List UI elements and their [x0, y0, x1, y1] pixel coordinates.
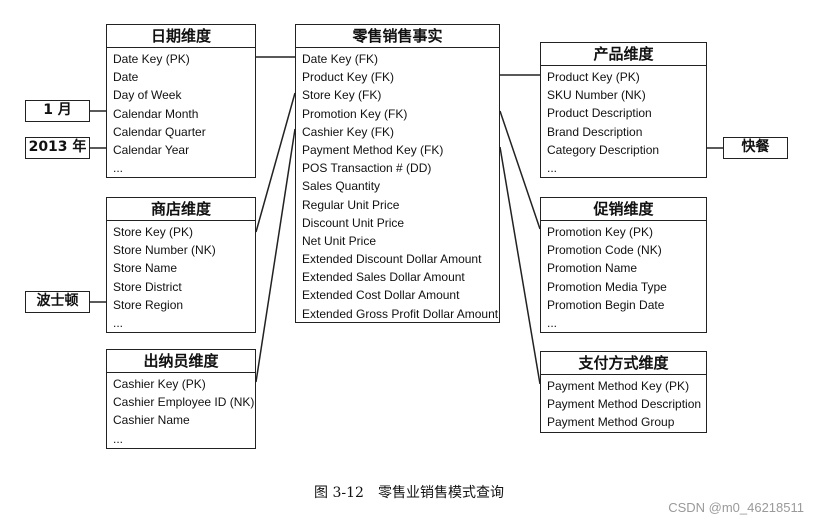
table-field: Calendar Year [113, 142, 190, 157]
table-field: Store Key (FK) [302, 88, 382, 103]
table-field: Store Key (PK) [113, 225, 194, 239]
table-field: Payment Method Key (FK) [302, 142, 444, 157]
payment-method-dimension-fields: Payment Method Key (PK) Payment Method De… [541, 375, 706, 432]
table-field: Store District [113, 279, 182, 294]
figure-caption: 图 3-12 零售业销售模式查询 [314, 485, 504, 501]
table-field: POS Transaction # (DD) [302, 161, 432, 176]
link-cashier-fact [255, 128, 296, 383]
table-field: Date [113, 70, 139, 85]
store-region-constraint-tag: 波士顿 [25, 291, 90, 313]
cashier-dimension-table: 出纳员维度 Cashier Key (PK) Cashier Employee I… [106, 349, 256, 449]
link-fact-promotion [499, 110, 541, 230]
table-field: Extended Cost Dollar Amount [302, 288, 460, 303]
table-field: Extended Gross Profit Dollar Amount [302, 306, 499, 321]
table-field: Category Description [547, 142, 660, 157]
table-field: Extended Sales Dollar Amount [302, 270, 465, 285]
table-field: Store Region [113, 297, 184, 312]
table-field: Promotion Name [547, 261, 638, 276]
month-constraint-tag: 1 月 [25, 100, 90, 122]
store-dimension-title: 商店维度 [107, 198, 255, 221]
table-field: Cashier Key (PK) [113, 377, 206, 391]
table-field: Day of Week [113, 88, 182, 103]
sales-fact-fields: Date Key (FK) Product Key (FK) Store Key (… [296, 48, 499, 323]
store-dimension-table: 商店维度 Store Key (PK)Store Number (NK)Stor… [106, 197, 256, 333]
store-dimension-fields: Store Key (PK) Store Number (NK) Store Nam… [107, 221, 255, 332]
product-dimension-fields: Product Key (PK) SKU Number (NK) Product D… [541, 66, 706, 177]
table-field: ... [113, 315, 124, 330]
table-field: ... [113, 431, 124, 446]
table-field: Product Key (PK) [547, 70, 640, 84]
table-field: Promotion Media Type [547, 279, 667, 294]
table-field: Extended Discount Dollar Amount [302, 252, 482, 267]
table-field: Brand Description [547, 124, 643, 139]
table-field: Calendar Quarter [113, 124, 206, 139]
table-field: SKU Number (NK) [547, 88, 646, 103]
date-dimension-title: 日期维度 [107, 25, 255, 48]
table-field: Promotion Key (FK) [302, 106, 408, 121]
promotion-dimension-table: 促销维度 Promotion Key (PK) Promotion Code (N… [540, 197, 707, 333]
product-dimension-title: 产品维度 [541, 43, 706, 66]
product-dimension-table: 产品维度 Product Key (PK)SKU Number (NK)Prod… [540, 42, 707, 178]
promotion-dimension-title: 促销维度 [541, 198, 706, 221]
table-field: ... [547, 160, 558, 175]
table-field: Cashier Key (FK) [302, 124, 395, 139]
table-field: Store Number (NK) [113, 243, 216, 258]
table-field: ... [113, 161, 124, 176]
table-field: Calendar Month [113, 106, 199, 121]
link-fact-payment [499, 146, 541, 385]
table-field: Discount Unit Price [302, 215, 405, 230]
category-constraint-tag: 快餐 [723, 137, 788, 159]
table-field: Promotion Key (PK) [547, 225, 654, 239]
table-field: Product Key (FK) [302, 70, 395, 85]
cashier-dimension-title: 出纳员维度 [107, 350, 255, 373]
year-constraint-tag: 2013 年 [25, 137, 90, 159]
table-field: Cashier Name [113, 413, 190, 428]
table-field: Payment Method Key (PK) [547, 379, 690, 393]
table-field: Date Key (PK) [113, 52, 190, 66]
table-field: Promotion Begin Date [547, 297, 665, 312]
table-field: Date Key (FK) [302, 52, 379, 66]
sales-fact-title: 零售销售事实 [296, 25, 499, 48]
payment-method-dimension-title: 支付方式维度 [541, 352, 706, 375]
table-field: Payment Method Group [547, 415, 675, 430]
watermark: CSDN @m0_46218511 [668, 500, 804, 515]
table-field: Store Name [113, 261, 178, 276]
table-field: Cashier Employee ID (NK) [113, 395, 255, 410]
table-field: Regular Unit Price [302, 197, 400, 212]
table-field: Product Description [547, 106, 652, 121]
cashier-dimension-fields: Cashier Key (PK) Cashier Employee ID (NK)… [107, 373, 255, 448]
promotion-dimension-fields: Promotion Key (PK) Promotion Code (NK) Pro… [541, 221, 706, 332]
table-field: Promotion Code (NK) [547, 243, 662, 258]
link-store-fact [255, 92, 296, 233]
table-field: Payment Method Description [547, 397, 702, 412]
sales-fact-table: 零售销售事实 Date Key (FK) Product Key (FK) Stor… [295, 24, 500, 323]
table-field: ... [547, 315, 558, 330]
table-field: Sales Quantity [302, 179, 381, 194]
payment-method-dimension-table: 支付方式维度 Payment Method Key (PK)Payment Me… [540, 351, 707, 433]
table-field: Net Unit Price [302, 233, 377, 248]
